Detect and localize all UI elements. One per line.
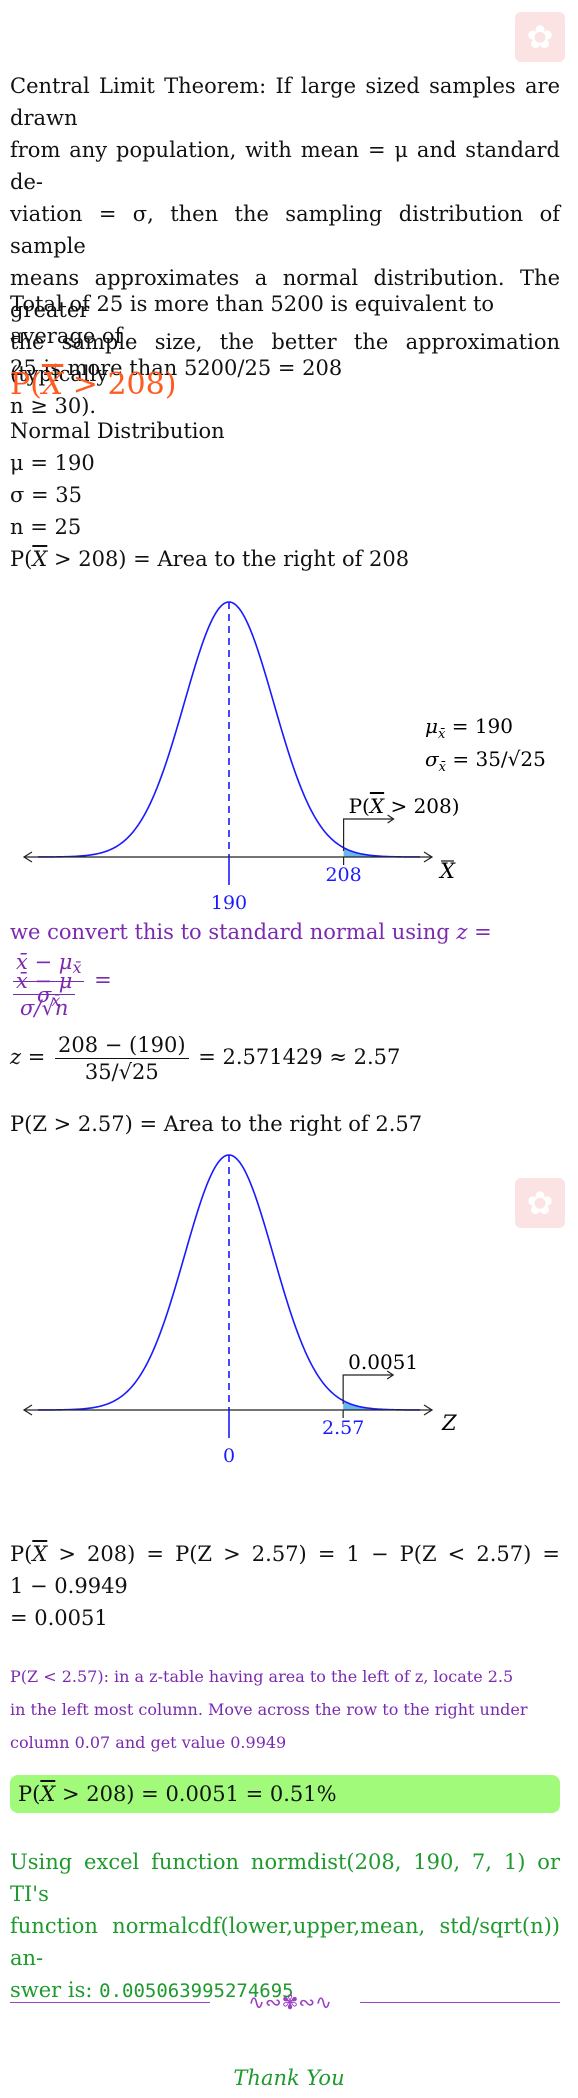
footer-divider-left — [10, 2002, 210, 2003]
result-line: 1 − 0.9949 — [10, 1574, 128, 1598]
axis-arrow-left — [22, 1404, 33, 1416]
clt-line: Central Limit Theorem: If large sized sa… — [10, 74, 560, 130]
sigma-xbar-label: σx̄ = 35/√25 — [425, 747, 546, 775]
thank-you-text: Thank You — [233, 2066, 345, 2090]
area-pointer — [342, 1374, 394, 1404]
mu-xbar-label: μx̄ = 190 — [425, 714, 513, 742]
parameters-block: Normal Distribution μ = 190 σ = 35 n = 2… — [10, 415, 560, 575]
mean-tick-label: 190 — [211, 892, 247, 914]
clt-paragraph: Central Limit Theorem: If large sized sa… — [10, 70, 560, 422]
note-line: column 0.07 and get value 0.9949 — [10, 1733, 287, 1752]
axis-label: Z — [441, 1411, 457, 1435]
mu-value: μ = 190 — [10, 451, 95, 475]
area-pointer-arrowhead — [386, 1370, 395, 1380]
result-paragraph: P(X > 208) = P(Z > 2.57) = 1 − P(Z < 2.5… — [10, 1538, 560, 1634]
conversion-formula: we convert this to standard normal using… — [10, 915, 560, 1014]
z-calculation: z = 208 − (190)35/√25 = 2.571429 ≈ 2.57 — [10, 1032, 401, 1085]
note-line: P(Z < 2.57): in a z-table having area to… — [10, 1667, 514, 1686]
watermark-seal-icon — [515, 1178, 565, 1228]
distribution-title: Normal Distribution — [10, 419, 225, 443]
sigma-value: σ = 35 — [10, 483, 83, 507]
section-heading: P(X > 208) — [10, 367, 177, 402]
axis-arrow-right — [423, 1404, 434, 1416]
final-answer-box: P(X > 208) = 0.0051 = 0.51% — [10, 1775, 560, 1813]
total-paragraph: Total of 25 is more than 5200 is equival… — [10, 288, 560, 384]
cut-tick-label: 2.57 — [322, 1417, 364, 1439]
total-line: Total of 25 is more than 5200 is equival… — [10, 292, 495, 348]
excel-line: function normalcdf(lower,upper,mean, std… — [10, 1914, 560, 1970]
n-value: n = 25 — [10, 515, 82, 539]
axis-arrow-right — [423, 851, 434, 863]
clt-line: means approximates a normal distribution… — [10, 266, 560, 322]
cut-tick-label: 208 — [325, 864, 361, 886]
axis-arrow-left — [22, 851, 33, 863]
area-label: 0.0051 — [348, 1350, 418, 1374]
watermark-seal-icon — [515, 12, 565, 62]
z-table-note: P(Z < 2.57): in a z-table having area to… — [10, 1660, 560, 1759]
total-line: 25 is more than 5200/25 = 208 — [10, 356, 343, 380]
excel-paragraph: Using excel function normdist(208, 190, … — [10, 1846, 560, 2007]
note-line: in the left most column. Move across the… — [10, 1700, 528, 1719]
clt-line: n ≥ 30). — [10, 394, 97, 418]
excel-line: swer is: 0.005063995274695 — [10, 1978, 294, 2002]
z-probability-statement: P(Z > 2.57) = Area to the right of 2.57 — [10, 1112, 423, 1136]
normal-curve-chart-2: 0 2.57 Z 0.0051 — [22, 1154, 457, 1467]
fraction-standardize: x̄ − μx̄σx̄ — [13, 949, 85, 1014]
fraction-z-value: 208 − (190)35/√25 — [55, 1032, 189, 1085]
footer-divider-right — [360, 2002, 560, 2003]
result-line: = 0.0051 — [10, 1606, 108, 1630]
area-label: P(X > 208) — [349, 794, 460, 818]
clt-line: viation = σ, then the sampling distribut… — [10, 202, 560, 258]
result-line: P(X > 208) = P(Z > 2.57) = 1 − P(Z < 2.5… — [10, 1542, 560, 1566]
probability-statement: P(X > 208) = Area to the right of 208 — [10, 547, 410, 571]
clt-line: the sample size, the better the approxim… — [10, 330, 560, 386]
area-pointer — [343, 818, 394, 851]
area-pointer-arrowhead — [387, 814, 395, 824]
clt-line: from any population, with mean = μ and s… — [10, 138, 560, 194]
mean-tick-label: 0 — [223, 1445, 235, 1467]
normal-curve-chart-1: 190 208 X μx̄ = 190 σx̄ = 35/√25 P(X > 2… — [22, 601, 546, 914]
axis-label: X — [438, 859, 456, 883]
excel-line: Using excel function normdist(208, 190, … — [10, 1850, 560, 1906]
ornament-divider-icon: ∿∾✾∾∿ — [248, 1990, 332, 2014]
